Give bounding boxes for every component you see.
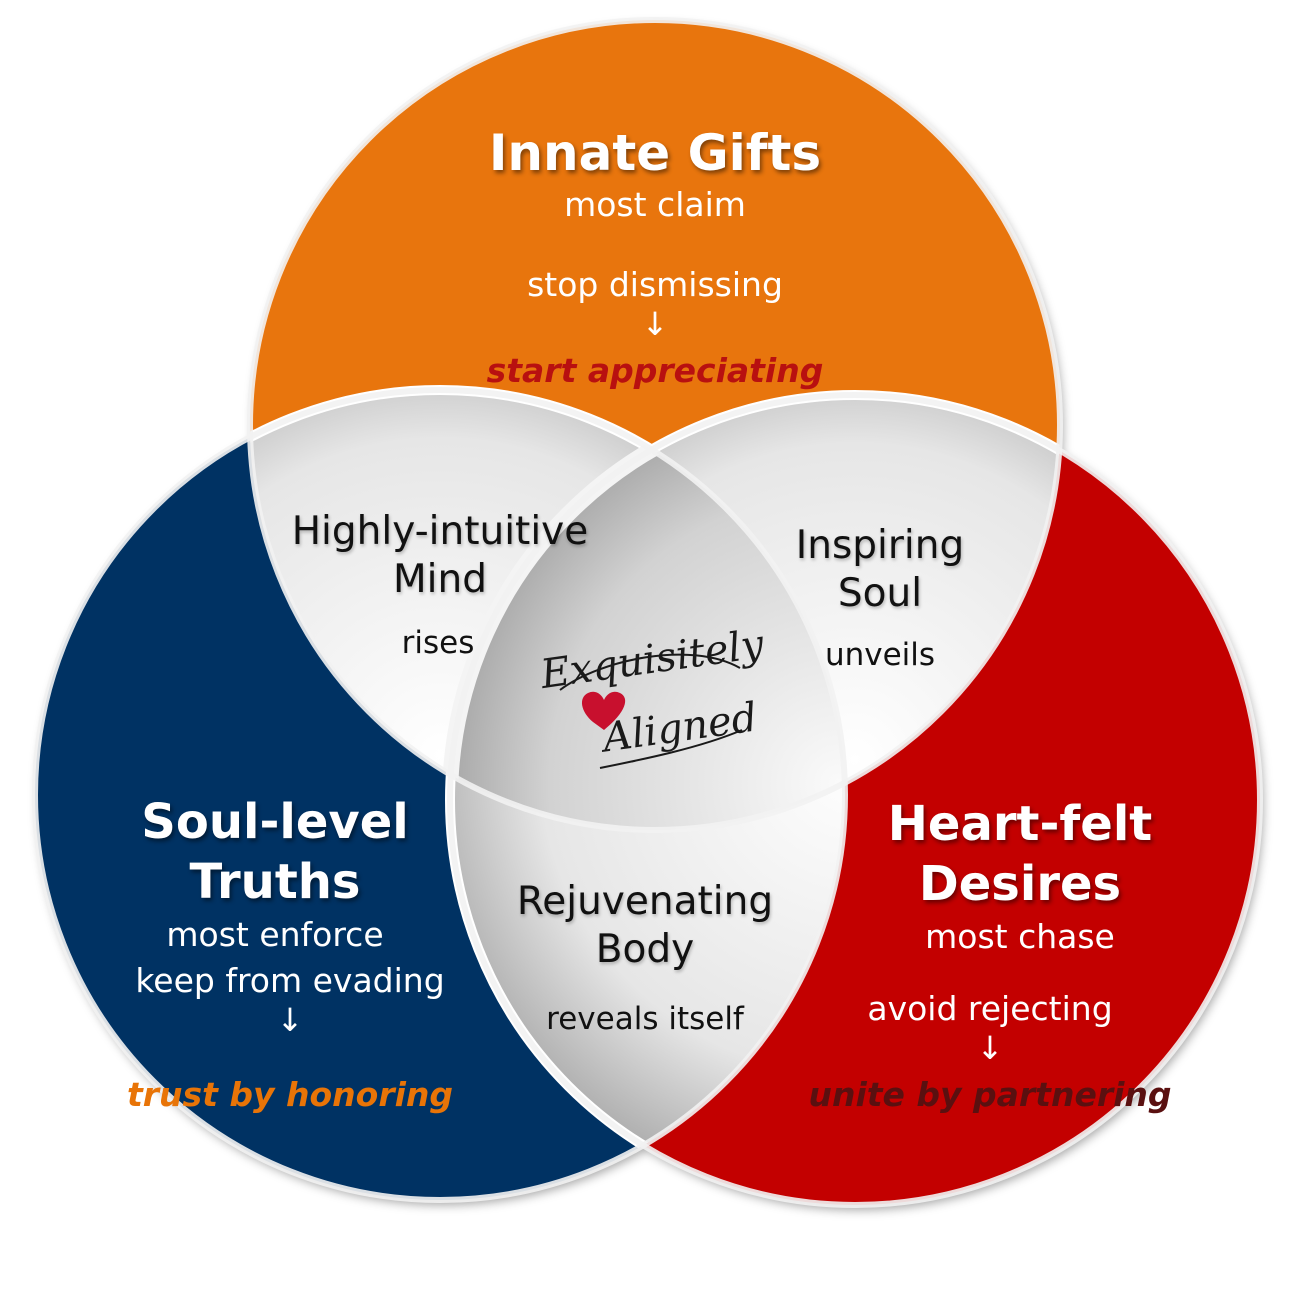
- script-flourish: [559, 653, 743, 769]
- innate-gifts-from: stop dismissing: [527, 265, 783, 304]
- heart-felt-title-1: Heart-felt: [887, 796, 1153, 852]
- overlap-top-right-verb: unveils: [824, 637, 936, 673]
- soul-level-to: trust by honoring: [126, 1075, 454, 1114]
- soul-level-subtitle: most enforce: [166, 915, 384, 954]
- rim-right: [447, 392, 1263, 1208]
- heart-felt-from: avoid rejecting: [867, 989, 1113, 1028]
- innate-gifts-arrow-icon: ↓: [641, 305, 669, 343]
- heart-icon: [581, 691, 626, 730]
- innate-gifts-subtitle: most claim: [564, 185, 746, 224]
- overlap-top-left-title-1: Highly-intuitive: [291, 509, 589, 554]
- rim-left: [32, 387, 848, 1203]
- overlap-bottom-title-2: Body: [595, 927, 695, 972]
- overlap-top-left-verb: rises: [401, 625, 475, 661]
- soul-level-title-2: Truths: [189, 854, 361, 910]
- soul-level-from: keep from evading: [135, 961, 445, 1000]
- overlap-bottom-title-1: Rejuvenating: [516, 879, 774, 924]
- overlap-bottom-verb: reveals itself: [546, 1001, 744, 1037]
- overlap-top-left-title-2: Mind: [393, 557, 487, 602]
- overlap-top-right-title-2: Soul: [837, 571, 923, 616]
- soul-level-arrow-icon: ↓: [276, 1001, 304, 1039]
- soul-level-title-1: Soul-level: [141, 794, 409, 850]
- innate-gifts-to: start appreciating: [486, 351, 824, 390]
- rim-top: [247, 17, 1063, 833]
- heart-felt-title-2: Desires: [918, 856, 1122, 912]
- innate-gifts-title: Innate Gifts: [488, 124, 822, 182]
- heart-felt-to: unite by partnering: [808, 1075, 1172, 1114]
- heart-felt-subtitle: most chase: [925, 917, 1115, 956]
- overlap-top-right-title-1: Inspiring: [795, 523, 965, 568]
- heart-felt-arrow-icon: ↓: [976, 1029, 1004, 1067]
